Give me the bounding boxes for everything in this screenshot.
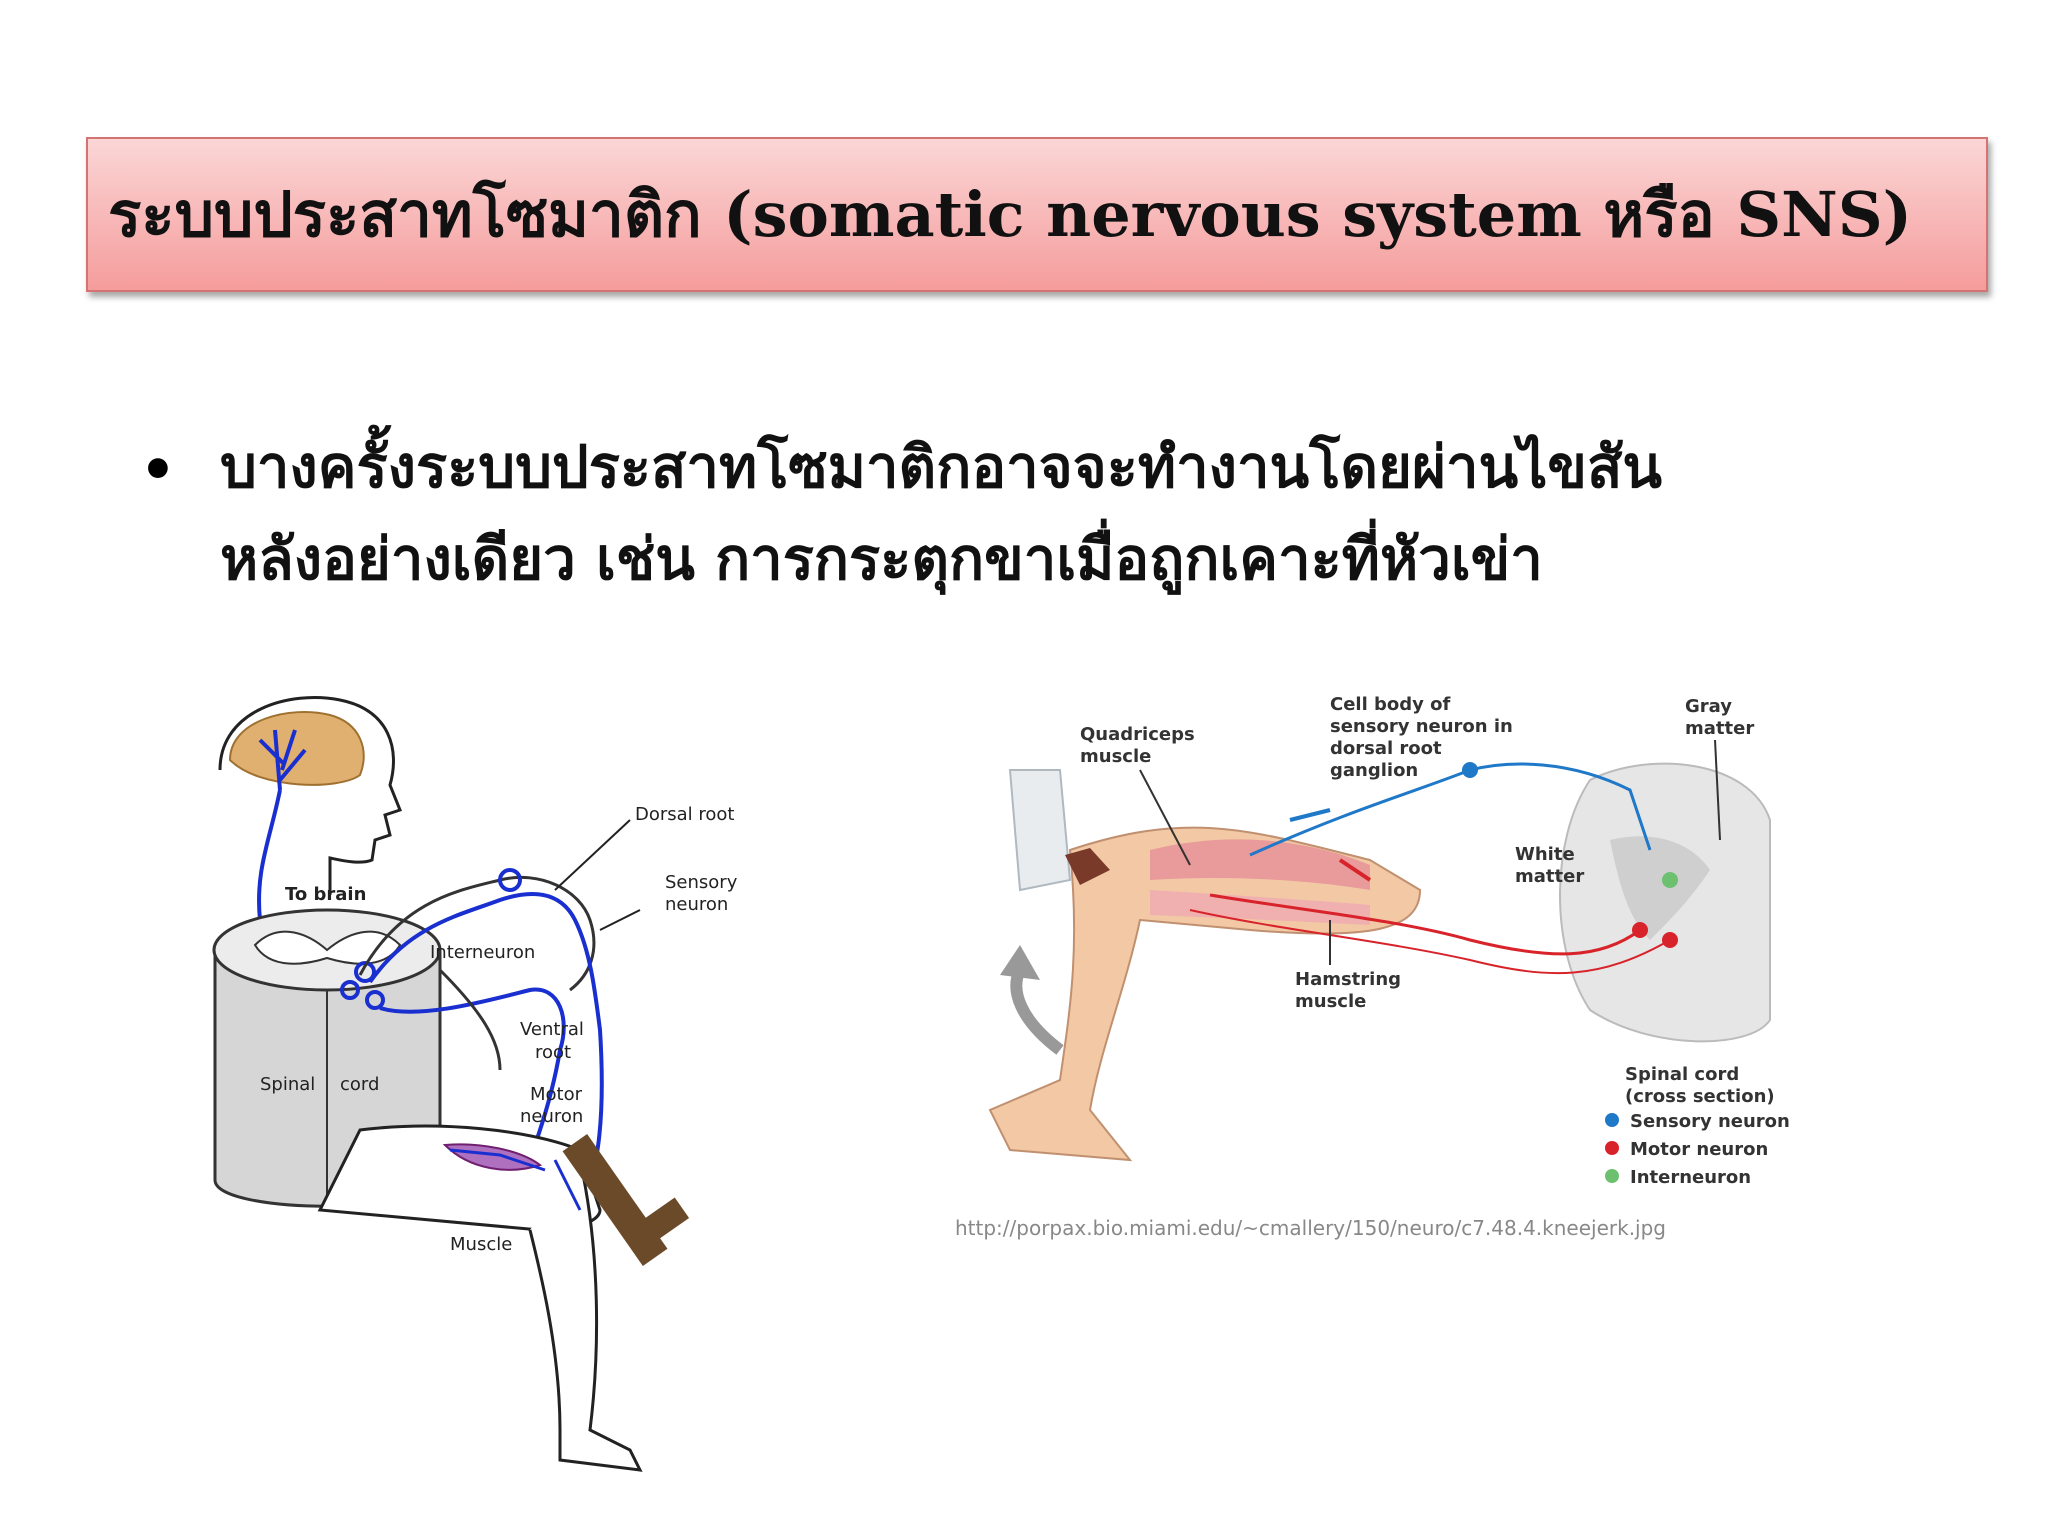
interneuron-icon: [354, 961, 376, 983]
lower-leg-outline: [528, 1159, 643, 1472]
motor-neuron-dot-1: [1632, 922, 1648, 938]
label-cell-body-4: ganglion: [1330, 760, 1418, 781]
label-hamstring-2: muscle: [1295, 991, 1366, 1012]
dorsal-root-outline: [358, 875, 596, 992]
legend-dot-interneuron: [1605, 1169, 1619, 1183]
label-to-brain: To brain: [285, 884, 366, 905]
title-banner: ระบบประสาทโซมาติก (somatic nervous syste…: [86, 137, 1988, 292]
quadriceps-shape: [1150, 839, 1370, 890]
label-gray-matter-2: matter: [1685, 718, 1754, 739]
label-cell-body-2: sensory neuron in: [1330, 716, 1513, 737]
sensory-cell-body-icon: [1462, 762, 1478, 778]
interneuron-icon-2: [340, 980, 360, 1000]
bullet-text-line-2: หลังอย่างเดียว เช่น การกระตุกขาเมื่อถูกเ…: [220, 525, 1543, 593]
quadriceps-leader: [1139, 769, 1191, 866]
label-cell-body-3: dorsal root: [1330, 738, 1442, 759]
legend-label-sensory: Sensory neuron: [1630, 1111, 1790, 1132]
ventral-root-outline: [438, 968, 502, 1071]
knee-reflex-color-figure: Quadriceps muscle Cell body of sensory n…: [955, 694, 1790, 1240]
label-motor-neuron-2: neuron: [520, 1106, 583, 1127]
dorsal-root-leader: [554, 819, 631, 891]
label-white-matter-2: matter: [1515, 866, 1584, 887]
label-cord: cord: [340, 1074, 379, 1095]
label-ventral-root-1: Ventral: [520, 1019, 584, 1040]
hamstring-shape: [1150, 890, 1370, 925]
sensory-arrow-icon: [1289, 808, 1331, 822]
reflex-hammer-shape: [1008, 769, 1072, 892]
gray-matter-leader: [1714, 739, 1721, 841]
reflex-hammer-head: [637, 1197, 690, 1244]
label-cell-body-1: Cell body of: [1330, 694, 1451, 715]
hammer-tip: [1065, 848, 1110, 885]
bullet-dot-icon: •: [140, 438, 176, 503]
gray-matter-section: [1610, 836, 1710, 940]
motor-arrow-icon: [1338, 858, 1372, 882]
legend: Sensory neuron Motor neuron Interneuron: [1605, 1111, 1790, 1188]
reflex-hammer-handle: [562, 1134, 668, 1266]
motor-neuron-dot-2: [1662, 932, 1678, 948]
head-outline: [218, 696, 402, 895]
label-ventral-root-2: root: [535, 1042, 571, 1063]
interneuron-icon-3: [365, 990, 385, 1010]
kick-arrow-head-icon: [1000, 945, 1040, 980]
label-sensory-neuron-1: Sensory: [665, 872, 738, 893]
gray-matter-shape: [253, 930, 402, 965]
label-sensory-neuron-2: neuron: [665, 894, 728, 915]
sensory-leader: [599, 909, 641, 931]
image-source-url: http://porpax.bio.miami.edu/~cmallery/15…: [955, 1216, 1666, 1240]
label-gray-matter-1: Gray: [1685, 696, 1732, 717]
label-quadriceps-1: Quadriceps: [1080, 724, 1195, 745]
label-dorsal-root: Dorsal root: [635, 804, 735, 825]
legend-label-motor: Motor neuron: [1630, 1139, 1768, 1160]
muscle-nerve-path: [449, 1148, 582, 1211]
bullet-text-line-1: บางครั้งระบบประสาทโซมาติกอาจจะทำงานโดยผ่…: [220, 433, 1663, 501]
motor-neuron-line-2: [1189, 909, 1671, 975]
label-hamstring-1: Hamstring: [1295, 969, 1401, 990]
label-spinal-cord-1: Spinal cord: [1625, 1064, 1739, 1085]
dorsal-ganglion-icon: [498, 868, 522, 892]
legend-label-interneuron: Interneuron: [1630, 1167, 1751, 1188]
label-spinal-cord-2: (cross section): [1625, 1086, 1775, 1107]
legend-dot-sensory: [1605, 1113, 1619, 1127]
brain-icon: [228, 711, 365, 786]
interneuron-dot: [1662, 872, 1678, 888]
brain-nerve-icon: [258, 729, 307, 791]
label-interneuron: Interneuron: [430, 942, 535, 963]
label-motor-neuron-1: Motor: [530, 1084, 583, 1105]
label-spinal: Spinal: [260, 1074, 315, 1095]
kick-arrow-icon: [1010, 967, 1064, 1055]
label-quadriceps-2: muscle: [1080, 746, 1151, 767]
motor-neuron-line: [1209, 893, 1641, 956]
knee-reflex-line-figure: To brain Spinal cord Interneuron Dorsal …: [212, 696, 738, 1472]
slide-title: ระบบประสาทโซมาติก (somatic nervous syste…: [108, 177, 1912, 251]
legend-dot-motor: [1605, 1141, 1619, 1155]
sensory-neuron-path: [368, 892, 604, 1211]
label-muscle: Muscle: [450, 1234, 512, 1255]
label-white-matter-1: White: [1515, 844, 1575, 865]
